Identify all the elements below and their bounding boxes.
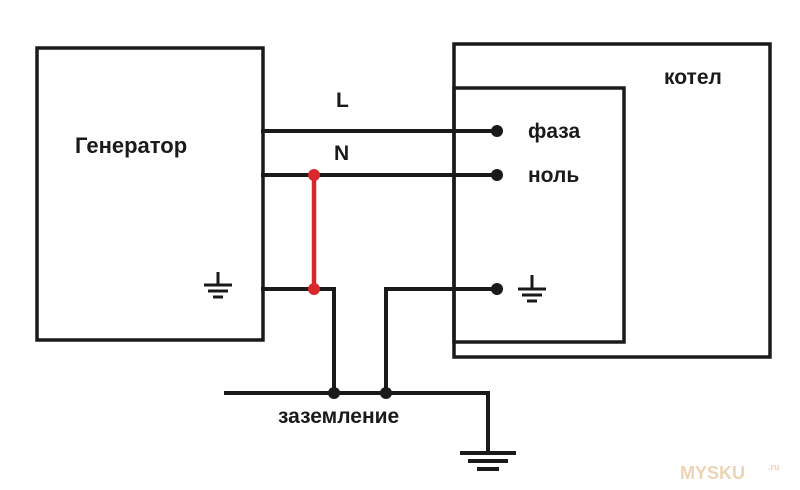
- ground-bus-label: заземление: [278, 405, 399, 428]
- boiler-inner-box: [452, 86, 626, 344]
- neutral-label: ноль: [528, 164, 579, 187]
- boiler-title: котел: [664, 66, 722, 89]
- boiler-ground-icon: [518, 275, 546, 303]
- phase-terminal-dot: [491, 125, 503, 137]
- generator-ground-icon: [204, 272, 232, 299]
- generator-title: Генератор: [75, 133, 187, 158]
- boiler-ground-terminal-dot: [491, 283, 503, 295]
- neutral-terminal-dot: [491, 169, 503, 181]
- jumper-bottom-dot: [308, 283, 320, 295]
- boiler-outer-box: [452, 42, 772, 359]
- l-label: L: [336, 89, 349, 112]
- ground-bus: [224, 391, 490, 452]
- jumper-top-dot: [308, 169, 320, 181]
- generator-ground-wire: [261, 287, 336, 395]
- phase-label: фаза: [528, 120, 580, 143]
- bus-junction-dot-2: [380, 387, 392, 399]
- n-label: N: [334, 142, 349, 165]
- bus-junction-dot-1: [328, 387, 340, 399]
- boiler-ground-wire: [384, 287, 499, 395]
- earth-ground-icon: [460, 451, 516, 471]
- watermark-suffix: .ru: [768, 462, 780, 472]
- watermark-logo: MYSKU: [680, 463, 745, 483]
- generator-box: [35, 46, 265, 342]
